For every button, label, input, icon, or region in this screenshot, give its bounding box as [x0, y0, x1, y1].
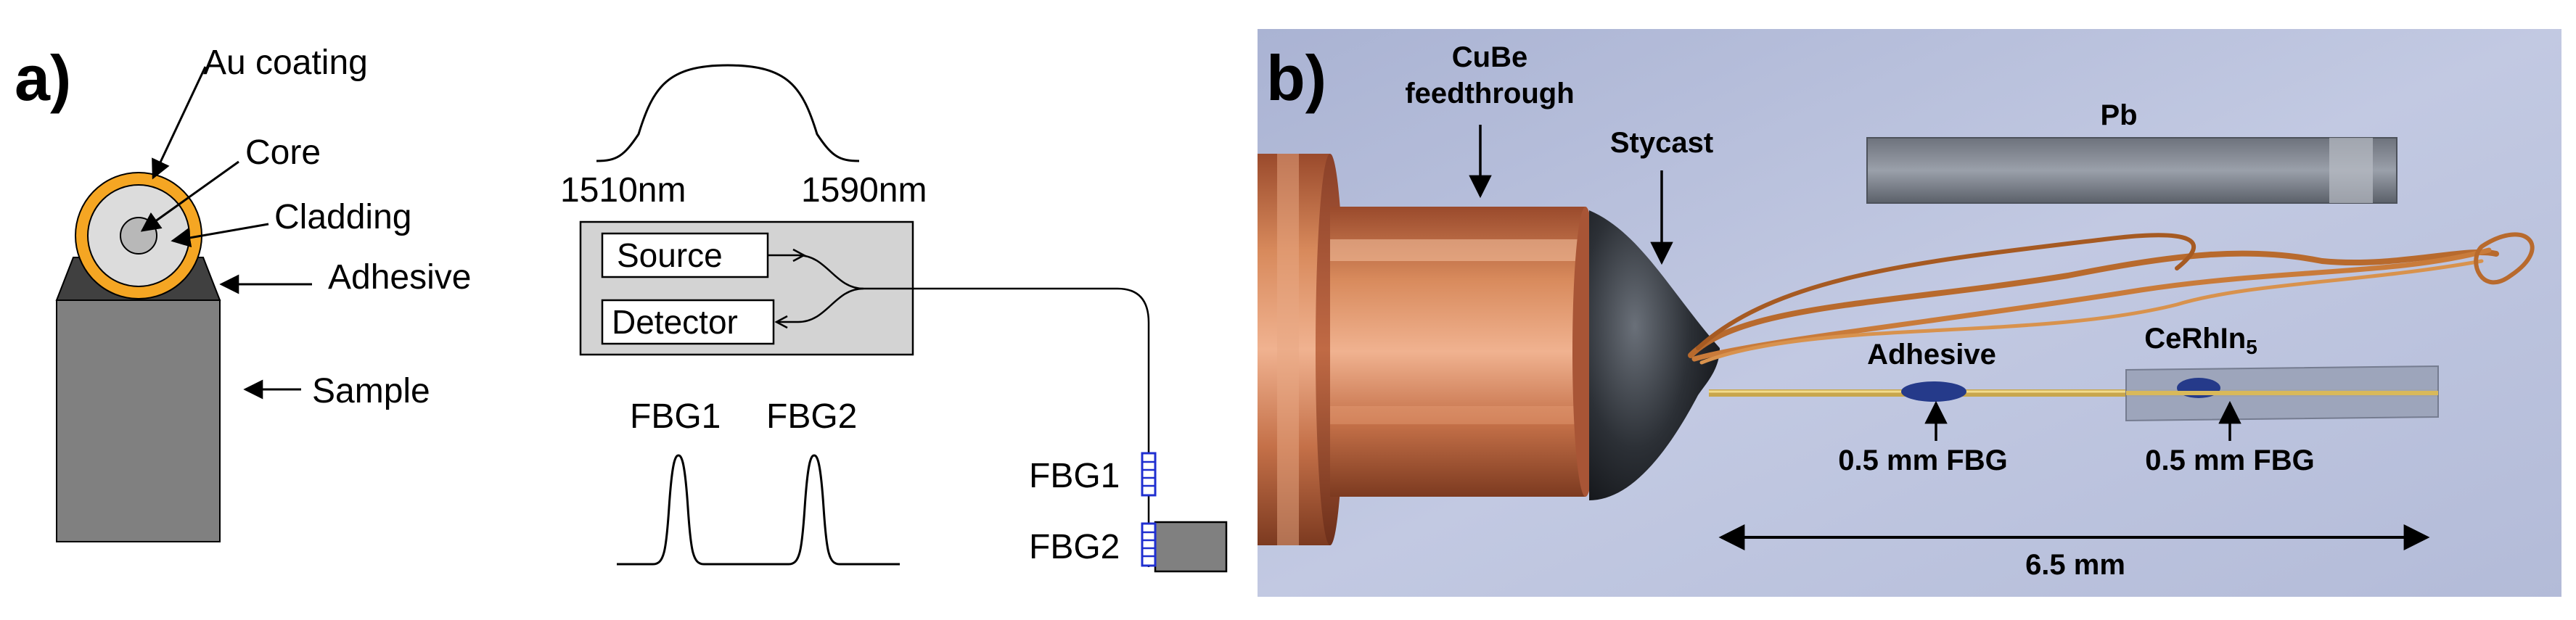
panel-a-label: a)	[15, 42, 71, 114]
cerhin5-sample	[2125, 365, 2439, 422]
reflection-spectrum	[617, 454, 900, 566]
cube-feedthrough	[1258, 154, 1599, 545]
cerhin5-subscript: 5	[2246, 336, 2257, 358]
spectrum-left-label: 1510nm	[560, 171, 686, 210]
fiber-fbg2-label: FBG2	[1029, 528, 1120, 566]
au-coating-arrow	[152, 66, 207, 180]
detector-box	[601, 299, 775, 345]
cube-label-line1: CuBe	[1452, 41, 1527, 73]
cladding-arrow	[171, 223, 269, 248]
fbg2-sample-block	[1154, 521, 1228, 573]
copper-wires	[1688, 232, 2535, 365]
source-arrow-head	[792, 248, 806, 263]
peak-fbg2-label: FBG2	[766, 397, 857, 436]
stycast-label: Stycast	[1610, 127, 1713, 159]
adhesive-label-a: Adhesive	[328, 258, 471, 297]
source-label: Source	[617, 236, 723, 274]
fbg-right-label: 0.5 mm FBG	[2145, 445, 2314, 476]
panel-b: b) CuBe feedthrough Stycast Pb Adhesive …	[1258, 29, 2561, 597]
stycast-epoxy	[1589, 210, 1720, 500]
detector-label: Detector	[612, 303, 738, 341]
fbg2-grating	[1141, 522, 1157, 567]
fiber-fbg1-label: FBG1	[1029, 457, 1120, 495]
fiber-cross-section	[55, 172, 221, 542]
panel-a: a) Au coating Core Cladding Adhesive Sam…	[15, 42, 1228, 573]
coupler-detector-path	[776, 287, 864, 323]
sample-label: Sample	[312, 372, 430, 410]
cube-label-line2: feedthrough	[1405, 78, 1574, 109]
core-label: Core	[245, 133, 321, 172]
au-coating-label: Au coating	[203, 44, 368, 82]
adhesive-label-b: Adhesive	[1867, 339, 1996, 371]
source-spectrum-curve	[596, 64, 860, 162]
sample-block	[56, 299, 221, 542]
cerhin5-name: CeRhIn	[2144, 323, 2246, 355]
fbg1-grating	[1141, 452, 1157, 497]
peak-fbg1-label: FBG1	[630, 397, 721, 436]
spectrum-right-label: 1590nm	[801, 171, 927, 210]
cerhin5-label: CeRhIn5	[2144, 323, 2257, 358]
scale-label: 6.5 mm	[2025, 549, 2125, 581]
optical-fiber	[864, 287, 1150, 567]
source-box	[601, 232, 769, 278]
fbg-left-label: 0.5 mm FBG	[1838, 445, 2007, 476]
adhesive-spot	[1901, 381, 1966, 402]
pb-label: Pb	[2100, 99, 2137, 131]
detector-arrow-head	[774, 315, 788, 329]
cladding-label: Cladding	[274, 198, 411, 236]
panel-b-label: b)	[1266, 42, 1326, 114]
lead-sample	[1866, 137, 2397, 204]
core-arrow	[140, 160, 239, 232]
